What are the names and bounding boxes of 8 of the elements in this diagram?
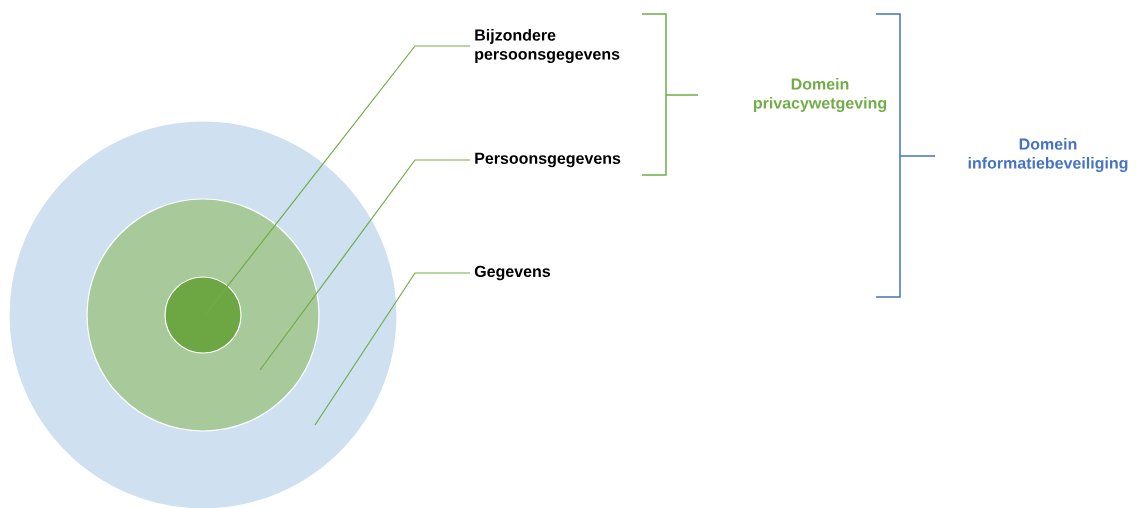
domain-label: Domein privacywetgeving bbox=[753, 78, 887, 112]
ring-circle bbox=[164, 276, 242, 354]
label-text: Gegevens bbox=[474, 265, 550, 281]
domain-label: Domein informatiebeveiliging bbox=[968, 138, 1128, 172]
label-text: Bijzondere persoonsgegevens bbox=[475, 29, 620, 63]
leader-line bbox=[314, 272, 471, 426]
label-text: Persoonsgegevens bbox=[475, 152, 621, 168]
leader-line bbox=[259, 159, 471, 371]
